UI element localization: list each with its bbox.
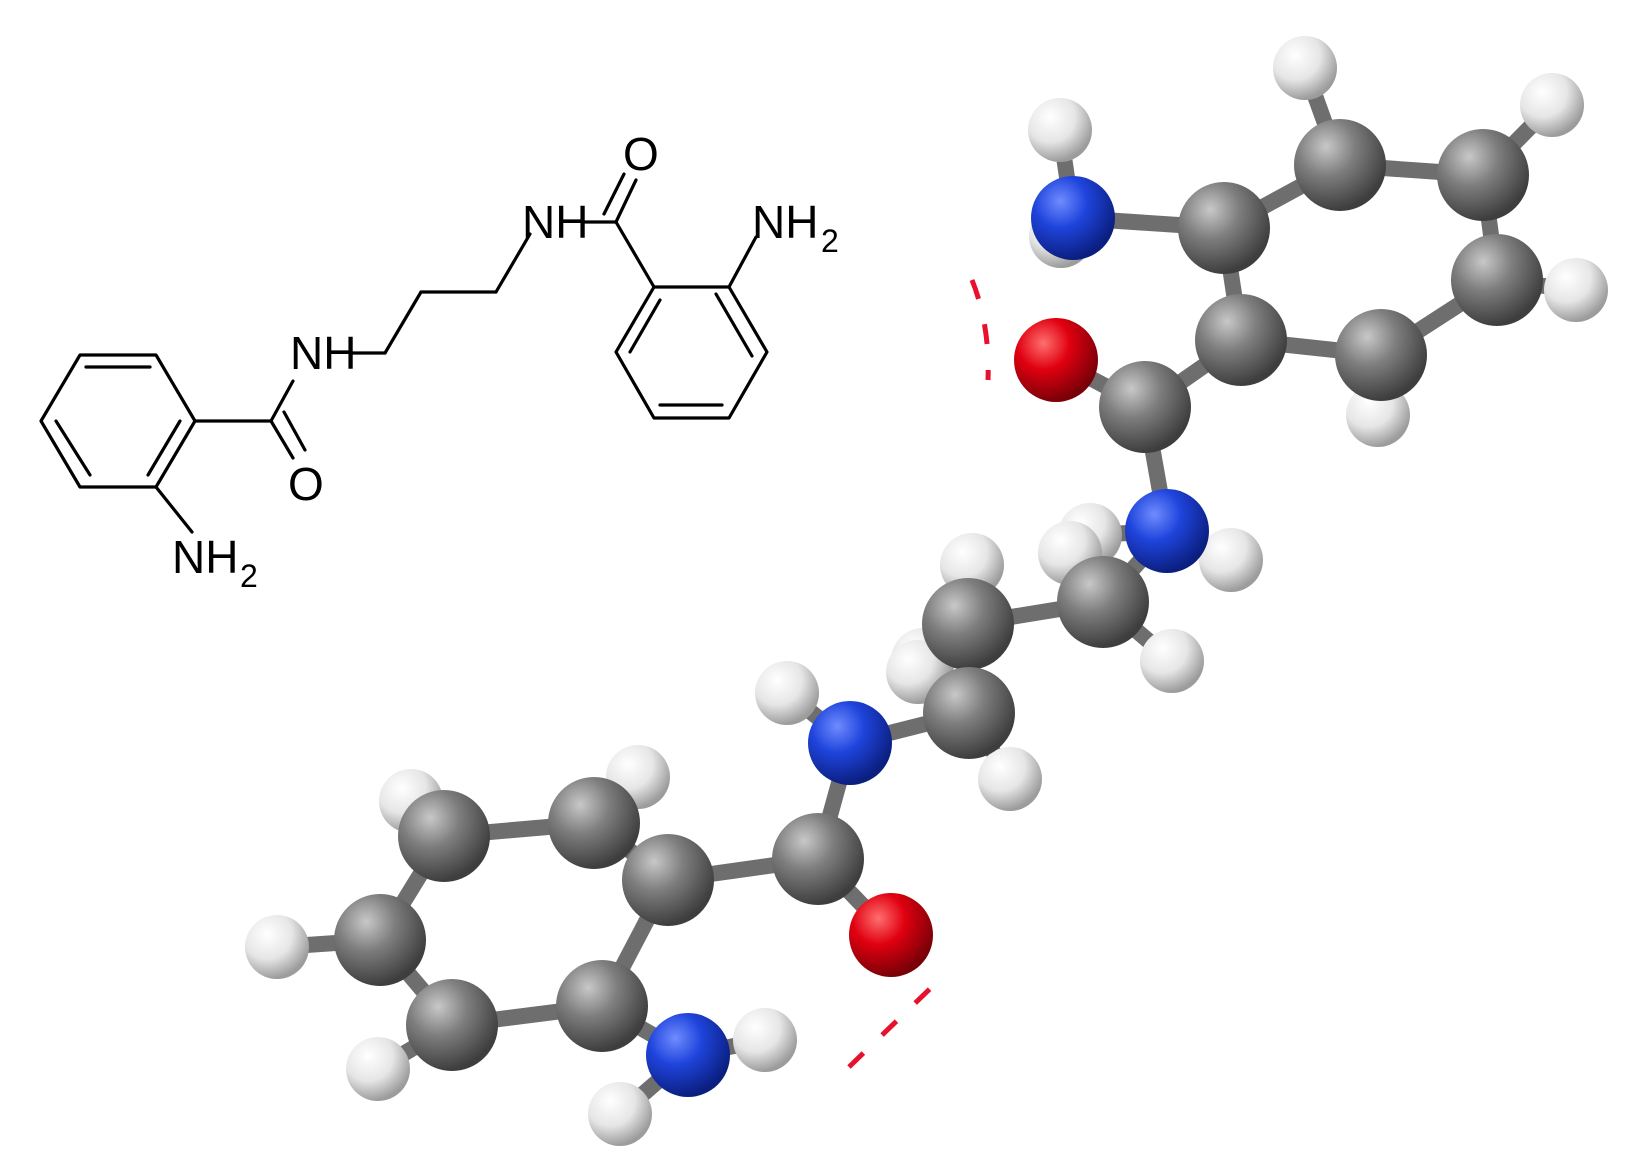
right-amide-bonds — [580, 172, 758, 289]
oxygen-atom — [849, 893, 933, 977]
label-nh2-top: NH — [752, 196, 818, 248]
carbon-atom — [406, 979, 498, 1071]
hydrogen-atom — [1028, 98, 1092, 162]
hydrogen-atom — [733, 1008, 797, 1072]
carbon-atom — [1178, 182, 1270, 274]
left-amide-bonds — [154, 379, 307, 534]
carbon-atom — [1437, 129, 1529, 221]
hydrogen-atom — [245, 915, 309, 979]
carbon-atom — [1195, 294, 1287, 386]
carbon-atom — [1057, 556, 1149, 648]
label-nh2-left-subscript: 2 — [240, 558, 258, 594]
hydrogen-bond-lower — [847, 980, 939, 1069]
label-nh2-left: NH — [172, 531, 238, 583]
label-nh-top: NH — [522, 196, 588, 248]
carbon-atom — [548, 777, 640, 869]
carbon-atom — [1294, 119, 1386, 211]
carbon-atom — [1335, 309, 1427, 401]
carbon-atom — [922, 578, 1014, 670]
hydrogen-atom — [1199, 528, 1263, 592]
carbon-atom — [923, 667, 1015, 759]
hydrogen-atom — [1544, 258, 1608, 322]
nitrogen-atom — [1031, 176, 1115, 260]
oxygen-atom — [1014, 318, 1098, 402]
carbon-atom — [772, 813, 864, 905]
label-o-top: O — [623, 128, 659, 180]
left-benzene-ring — [39, 353, 197, 489]
right-benzene-ring — [614, 285, 769, 420]
hydrogen-atom — [755, 661, 819, 725]
structure-2d: NH O NH 2 NH O NH 2 — [39, 128, 839, 594]
nitrogen-atom — [646, 1013, 730, 1097]
nitrogen-atom — [808, 701, 892, 785]
hydrogen-atom — [1520, 73, 1584, 137]
carbon-atom — [334, 894, 426, 986]
hydrogen-atom — [588, 1082, 652, 1146]
ball-and-stick-model — [245, 36, 1608, 1146]
carbon-atom — [1451, 234, 1543, 326]
propyl-linker — [348, 232, 532, 355]
model-atoms — [245, 36, 1608, 1146]
hydrogen-atom — [1140, 629, 1204, 693]
carbon-atom — [1099, 361, 1191, 453]
hydrogen-atom — [346, 1037, 410, 1101]
hydrogen-atom — [978, 747, 1042, 811]
carbon-atom — [398, 790, 490, 882]
nitrogen-atom — [1125, 489, 1209, 573]
hydrogen-atom — [1273, 36, 1337, 100]
label-nh2-top-subscript: 2 — [821, 223, 839, 259]
hydrogen-bond-upper — [969, 279, 991, 381]
carbon-atom — [622, 834, 714, 926]
label-o-left: O — [288, 458, 324, 510]
label-nh-left: NH — [290, 327, 356, 379]
carbon-atom — [556, 960, 648, 1052]
